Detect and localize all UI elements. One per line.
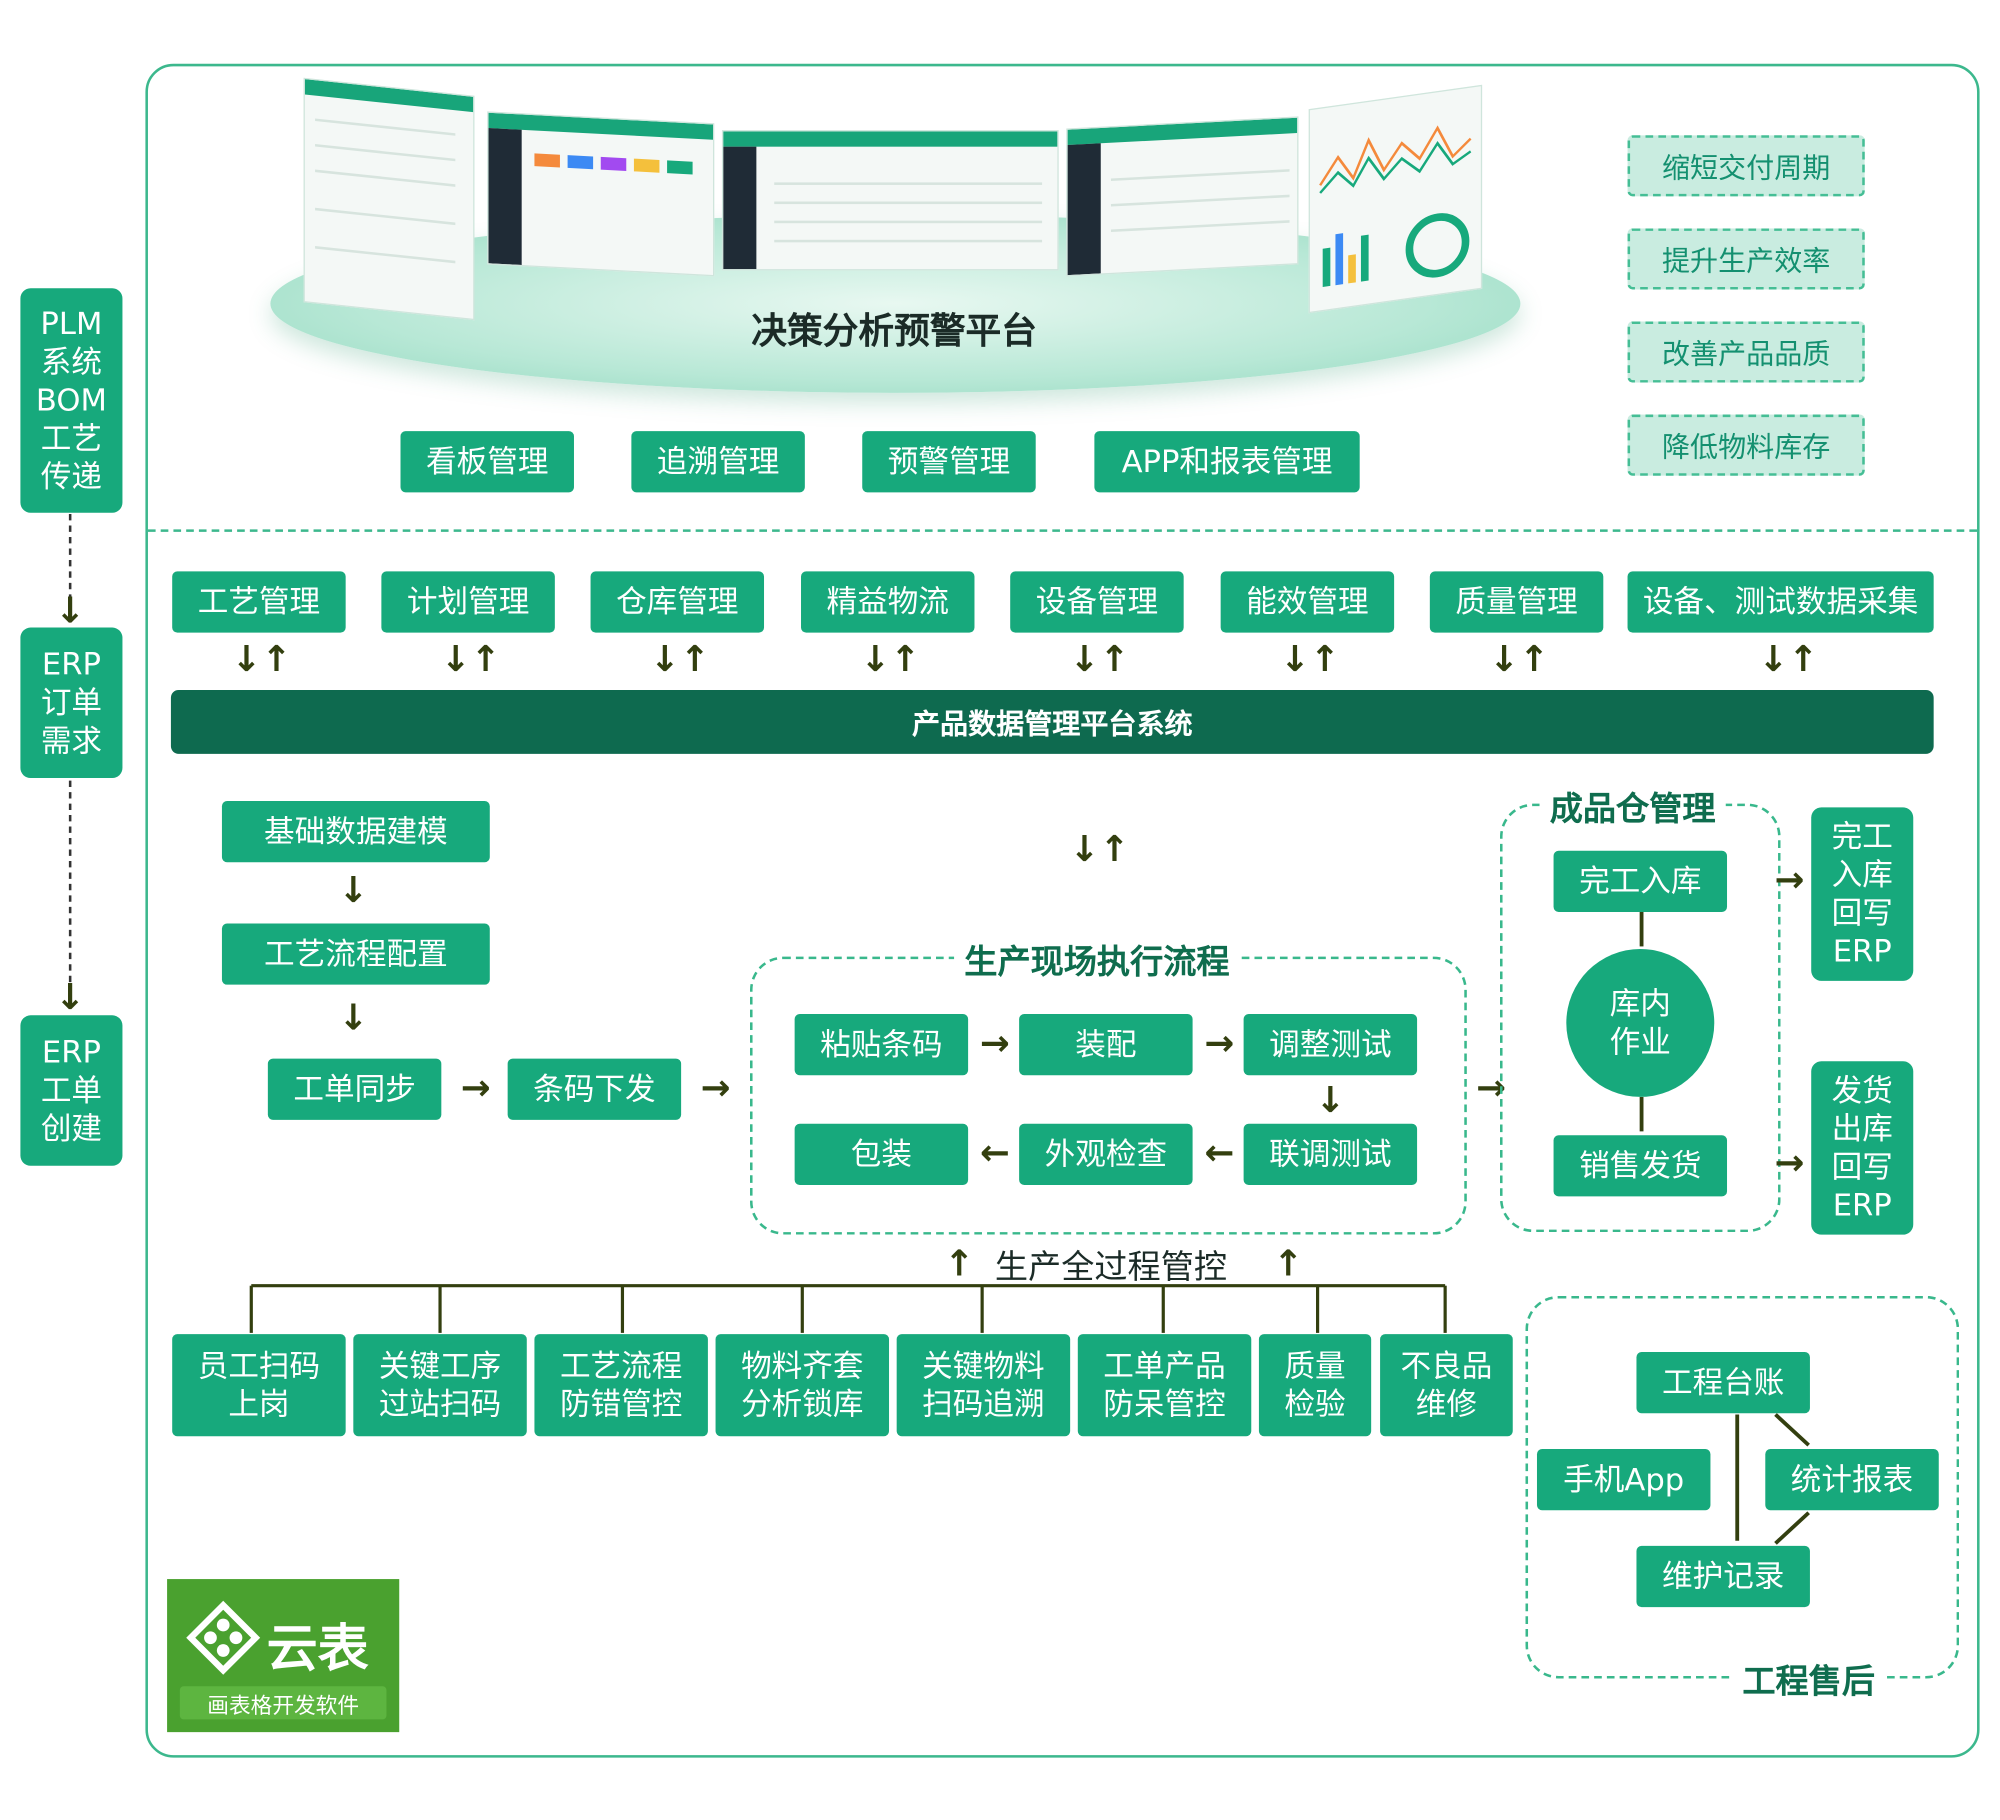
control-item: 关键工序 过站扫码	[353, 1334, 527, 1437]
control-item: 物料齐套 分析锁库	[715, 1334, 890, 1437]
benefit-shorten-delivery: 缩短交付周期	[1627, 135, 1865, 197]
erp-inbound-writeback-box: 完工 入库 回写 ERP	[1811, 807, 1914, 981]
control-item: 工单产品 防呆管控	[1077, 1334, 1252, 1437]
module-warehouse[interactable]: 仓库管理	[590, 571, 765, 633]
workorder-sync-box: 工单同步	[267, 1058, 442, 1120]
dashboard-screen	[487, 111, 715, 277]
erp-outbound-writeback-box: 发货 出库 回写 ERP	[1811, 1061, 1914, 1235]
process-config-box: 工艺流程配置	[221, 923, 490, 985]
arrow-up: ↑	[1273, 1242, 1304, 1285]
bidirectional-arrow-icon: ↓↑	[1069, 827, 1130, 870]
arrow-down: ↓	[55, 589, 86, 632]
adjust-test-box: 调整测试	[1243, 1014, 1418, 1076]
bidirectional-arrow-icon: ↓↑	[231, 637, 292, 680]
benefit-inventory: 降低物料库存	[1627, 414, 1865, 476]
outer-frame	[145, 63, 1980, 1758]
execution-flow-frame	[749, 956, 1467, 1235]
after-sales-title: 工程售后	[1732, 1655, 1886, 1703]
bidirectional-arrow-icon: ↓↑	[440, 637, 501, 680]
app-report-management-button[interactable]: APP和报表管理	[1094, 431, 1360, 493]
bidirectional-arrow-icon: ↓↑	[860, 637, 921, 680]
arrow-down: ↓	[338, 868, 369, 911]
arrow-left: ←	[1204, 1131, 1235, 1174]
arrow-right: →	[1774, 858, 1805, 901]
erp-workorder-box: ERP 工单 创建	[20, 1015, 123, 1166]
module-lean-logistics[interactable]: 精益物流	[801, 571, 975, 633]
warehouse-title: 成品仓管理	[1539, 783, 1726, 831]
arrow-right: →	[460, 1066, 491, 1109]
arrow-right: →	[1774, 1141, 1805, 1184]
logo-tagline: 画表格开发软件	[179, 1686, 387, 1720]
logo-name: 云表	[266, 1619, 369, 1679]
warehouse-ops-circle: 库内 作业	[1566, 948, 1715, 1097]
paste-barcode-box: 粘贴条码	[794, 1014, 969, 1076]
module-quality[interactable]: 质量管理	[1429, 571, 1604, 633]
benefit-quality: 改善产品品质	[1627, 321, 1865, 383]
control-item: 员工扫码 上岗	[172, 1334, 346, 1437]
basic-data-modeling-box: 基础数据建模	[221, 801, 490, 863]
completed-inbound-box: 完工入库	[1553, 850, 1728, 912]
dashboard-screen	[1308, 84, 1483, 314]
maintenance-record-box: 维护记录	[1636, 1545, 1810, 1608]
plm-bom-box: PLM 系统 BOM 工艺 传递	[20, 288, 123, 513]
statistics-report-box[interactable]: 统计报表	[1765, 1448, 1939, 1511]
logo-diamond-icon	[186, 1600, 261, 1675]
sales-shipping-box: 销售发货	[1553, 1135, 1728, 1197]
execution-flow-title: 生产现场执行流程	[954, 936, 1240, 984]
engineering-ledger-box: 工程台账	[1636, 1352, 1810, 1414]
arrow-down: ↓	[55, 975, 86, 1018]
dashboard-screen	[303, 77, 475, 321]
yunbiao-logo: 云表 画表格开发软件	[167, 1579, 400, 1733]
kanban-management-button[interactable]: 看板管理	[400, 431, 574, 493]
bidirectional-arrow-icon: ↓↑	[1069, 637, 1130, 680]
assembly-box: 装配	[1019, 1014, 1193, 1076]
bidirectional-arrow-icon: ↓↑	[1489, 637, 1550, 680]
alert-management-button[interactable]: 预警管理	[862, 431, 1036, 493]
control-title: 生产全过程管控	[994, 1248, 1228, 1287]
pdm-platform-bar: 产品数据管理平台系统	[170, 690, 1934, 754]
arrow-down: ↓	[338, 996, 369, 1039]
arrow-right: →	[1204, 1021, 1235, 1064]
dashboard-screen	[1066, 116, 1299, 277]
module-planning[interactable]: 计划管理	[381, 571, 555, 633]
appearance-check-box: 外观检查	[1019, 1123, 1193, 1185]
bidirectional-arrow-icon: ↓↑	[1280, 637, 1340, 680]
bidirectional-arrow-icon: ↓↑	[649, 637, 710, 680]
traceability-management-button[interactable]: 追溯管理	[631, 431, 805, 493]
arrow-right: →	[979, 1021, 1010, 1064]
module-process[interactable]: 工艺管理	[172, 571, 346, 633]
arrow-down: ↓	[1315, 1079, 1346, 1122]
arrow-left: ←	[979, 1131, 1010, 1174]
module-energy[interactable]: 能效管理	[1220, 571, 1395, 633]
control-item: 质量 检验	[1258, 1334, 1372, 1437]
arrow-up: ↑	[944, 1242, 975, 1285]
section-divider	[147, 529, 1978, 532]
erp-order-box: ERP 订单 需求	[20, 627, 123, 779]
module-equipment[interactable]: 设备管理	[1010, 571, 1184, 633]
control-item: 工艺流程 防错管控	[534, 1334, 708, 1437]
packaging-box: 包装	[794, 1123, 969, 1185]
control-item: 关键物料 扫码追溯	[896, 1334, 1071, 1437]
joint-test-box: 联调测试	[1243, 1123, 1418, 1185]
control-item: 不良品 维修	[1380, 1334, 1513, 1437]
module-data-collection[interactable]: 设备、测试数据采集	[1627, 571, 1934, 633]
dashboard-screen	[721, 130, 1059, 271]
platform-title: 决策分析预警平台	[751, 309, 1037, 353]
arrow-right: →	[700, 1066, 731, 1109]
mobile-app-box[interactable]: 手机App	[1536, 1448, 1711, 1511]
barcode-issue-box: 条码下发	[507, 1058, 682, 1120]
bidirectional-arrow-icon: ↓↑	[1758, 637, 1819, 680]
benefit-efficiency: 提升生产效率	[1627, 228, 1865, 290]
